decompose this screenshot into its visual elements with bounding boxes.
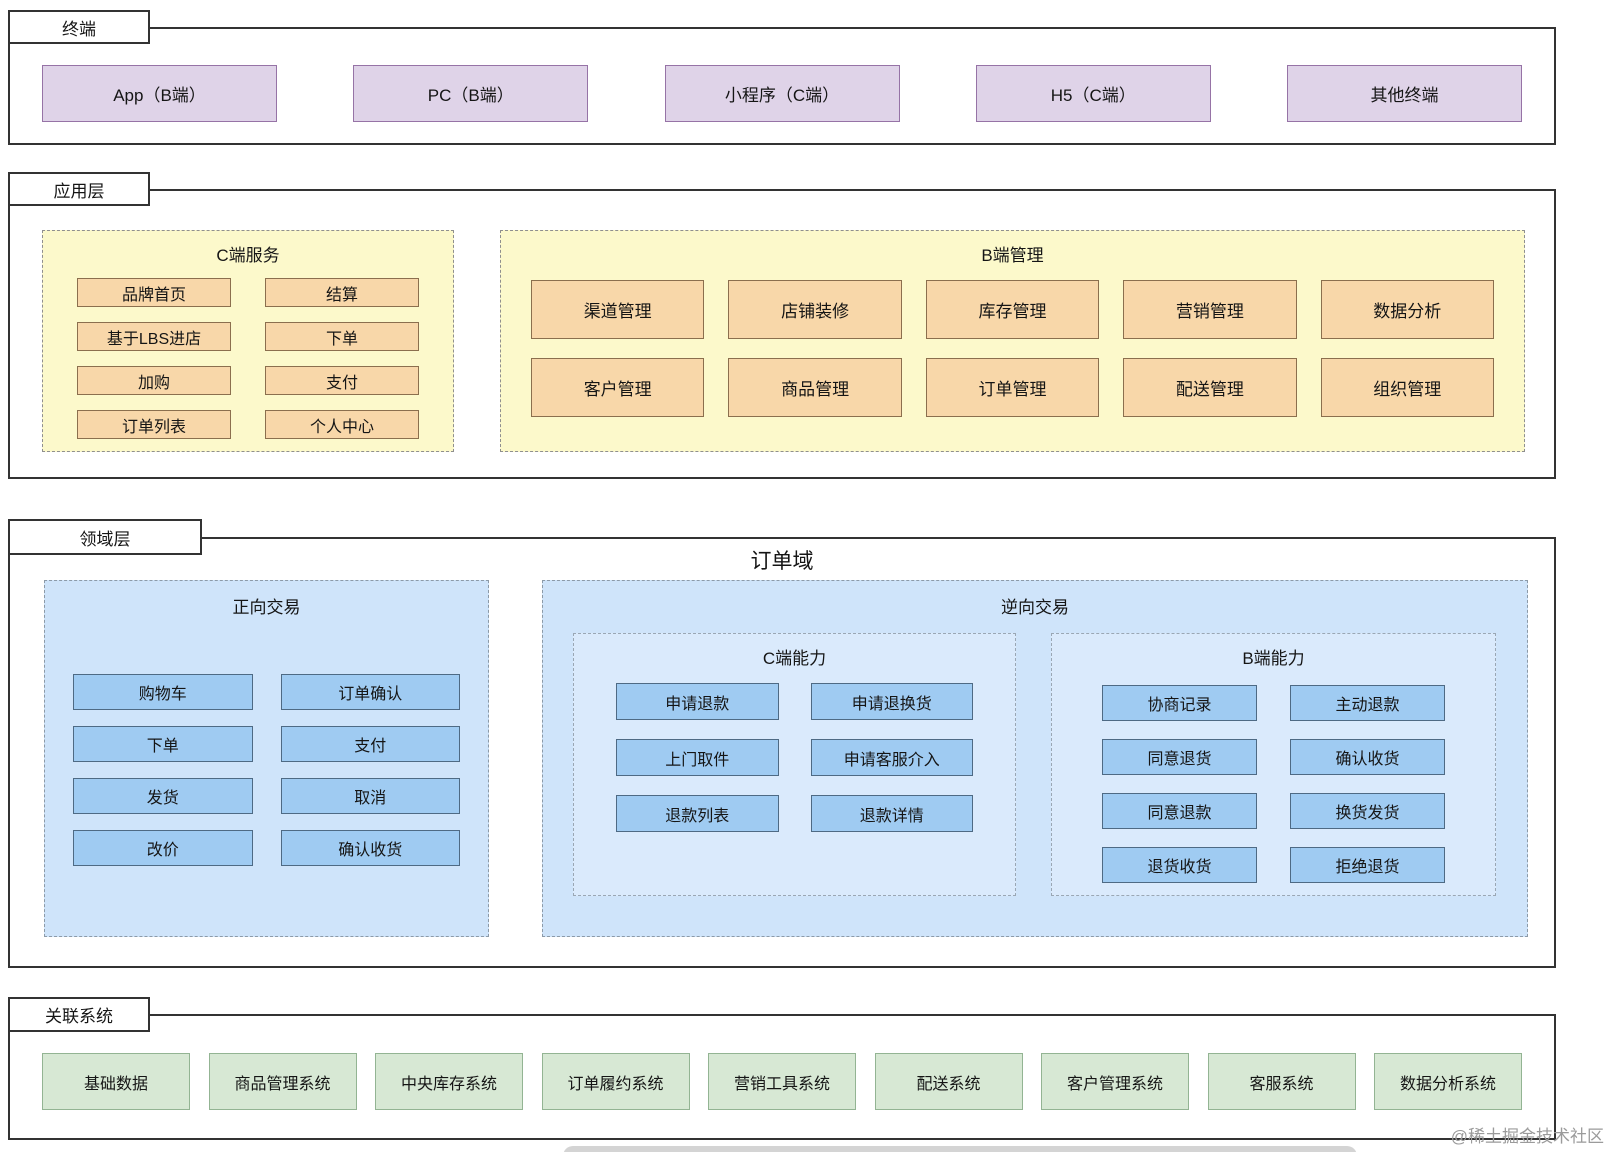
c-service-panel: C端服务 品牌首页 结算 基于LBS进店 下单 加购 支付 订单列表 个人中心 (42, 230, 454, 452)
fwd-ship: 发货 (73, 778, 253, 814)
node-order-list: 订单列表 (77, 410, 231, 439)
forward-trade-title: 正向交易 (232, 598, 301, 617)
c-service-title: C端服务 (216, 246, 280, 265)
reverse-trade-title: 逆向交易 (1001, 598, 1069, 617)
node-pc-b: PC（B端） (353, 65, 589, 122)
node-add-to-cart: 加购 (77, 366, 231, 395)
sys-customer-mgmt: 客户管理系统 (1041, 1053, 1189, 1110)
node-personal-center: 个人中心 (265, 410, 419, 439)
related-systems-row: 基础数据 商品管理系统 中央库存系统 订单履约系统 营销工具系统 配送系统 客户… (10, 1053, 1554, 1110)
application-section: C端服务 品牌首页 结算 基于LBS进店 下单 加购 支付 订单列表 个人中心 … (8, 189, 1556, 479)
node-miniprogram-c: 小程序（C端） (664, 65, 900, 122)
node-app-b: App（B端） (42, 65, 277, 122)
fwd-place-order: 下单 (73, 726, 253, 762)
terminal-layer-label: 终端 (8, 10, 150, 44)
fwd-pay: 支付 (280, 726, 460, 762)
application-layer-label: 应用层 (8, 172, 150, 206)
node-order-mgmt: 订单管理 (925, 358, 1100, 417)
node-place-order: 下单 (265, 322, 419, 351)
c-ability-title: C端能力 (762, 649, 827, 668)
b-manage-grid: 渠道管理 店铺装修 库存管理 营销管理 数据分析 客户管理 商品管理 订单管理 … (501, 280, 1524, 417)
related-systems-label: 关联系统 (8, 997, 150, 1032)
node-org-mgmt: 组织管理 (1320, 358, 1494, 417)
node-h5-c: H5（C端） (975, 65, 1211, 122)
node-lbs-store-entry: 基于LBS进店 (77, 322, 231, 351)
sys-base-data: 基础数据 (42, 1053, 190, 1110)
b-ability-title: B端能力 (1242, 649, 1305, 668)
b-manage-panel: B端管理 渠道管理 店铺装修 库存管理 营销管理 数据分析 客户管理 商品管理 … (500, 230, 1525, 452)
sys-product-mgmt: 商品管理系统 (208, 1053, 357, 1110)
ca-apply-refund: 申请退款 (616, 683, 779, 720)
domain-section: 订单域 正向交易 购物车 订单确认 下单 支付 发货 取消 改价 确认收货 逆向… (8, 537, 1556, 968)
ba-exchange-ship: 换货发货 (1290, 793, 1445, 829)
node-customer-mgmt: 客户管理 (531, 358, 705, 417)
node-payment: 支付 (265, 366, 419, 395)
related-systems-label-text: 关联系统 (45, 1007, 113, 1026)
fwd-cart: 购物车 (73, 674, 253, 710)
juejin-watermark: @稀土掘金技术社区 (1450, 1127, 1604, 1146)
sys-data-analysis: 数据分析系统 (1374, 1053, 1522, 1110)
fwd-price-change: 改价 (73, 830, 253, 866)
sys-customer-service: 客服系统 (1207, 1053, 1356, 1110)
forward-trade-grid: 购物车 订单确认 下单 支付 发货 取消 改价 确认收货 (45, 674, 488, 866)
order-domain-title: 订单域 (750, 550, 814, 573)
b-manage-title: B端管理 (981, 246, 1044, 265)
sys-order-fulfillment: 订单履约系统 (541, 1053, 690, 1110)
node-checkout: 结算 (265, 278, 419, 307)
ba-confirm-receipt: 确认收货 (1290, 739, 1445, 775)
node-other-terminal: 其他终端 (1287, 65, 1522, 122)
ca-refund-list: 退款列表 (616, 795, 779, 832)
terminal-layer-label-text: 终端 (62, 19, 96, 39)
ba-negotiation-record: 协商记录 (1102, 685, 1257, 721)
node-inventory-mgmt: 库存管理 (925, 280, 1100, 339)
c-ability-panel: C端能力 申请退款 申请退换货 上门取件 申请客服介入 退款列表 退款详情 (573, 633, 1016, 896)
sys-delivery: 配送系统 (874, 1053, 1023, 1110)
node-shop-decoration: 店铺装修 (728, 280, 902, 339)
terminal-row: App（B端） PC（B端） 小程序（C端） H5（C端） 其他终端 (10, 65, 1554, 122)
node-brand-home: 品牌首页 (77, 278, 231, 307)
ba-active-refund: 主动退款 (1290, 685, 1445, 721)
node-marketing-mgmt: 营销管理 (1123, 280, 1297, 339)
b-ability-grid: 协商记录 主动退款 同意退货 确认收货 同意退款 换货发货 退货收货 拒绝退货 (1052, 685, 1495, 883)
reverse-trade-panel: 逆向交易 C端能力 申请退款 申请退换货 上门取件 申请客服介入 退款列表 退款… (542, 580, 1528, 937)
fwd-order-confirm: 订单确认 (280, 674, 460, 710)
sys-central-inventory: 中央库存系统 (375, 1053, 523, 1110)
fwd-confirm-receipt: 确认收货 (280, 830, 460, 866)
sys-marketing-tools: 营销工具系统 (708, 1053, 856, 1110)
related-systems-section: 基础数据 商品管理系统 中央库存系统 订单履约系统 营销工具系统 配送系统 客户… (8, 1014, 1556, 1140)
forward-trade-panel: 正向交易 购物车 订单确认 下单 支付 发货 取消 改价 确认收货 (44, 580, 489, 937)
ca-apply-return-exchange: 申请退换货 (810, 683, 973, 720)
b-ability-panel: B端能力 协商记录 主动退款 同意退货 确认收货 同意退款 换货发货 退货收货 … (1051, 633, 1496, 896)
domain-layer-label-text: 领域层 (79, 529, 131, 549)
node-channel-mgmt: 渠道管理 (531, 280, 705, 339)
ca-door-pickup: 上门取件 (616, 739, 779, 776)
node-delivery-mgmt: 配送管理 (1123, 358, 1297, 417)
terminal-section: App（B端） PC（B端） 小程序（C端） H5（C端） 其他终端 (8, 27, 1556, 145)
bottom-bar (563, 1146, 1357, 1152)
ba-return-receive: 退货收货 (1102, 847, 1257, 883)
fwd-cancel: 取消 (280, 778, 460, 814)
c-service-grid: 品牌首页 结算 基于LBS进店 下单 加购 支付 订单列表 个人中心 (43, 278, 453, 439)
application-layer-label-text: 应用层 (53, 181, 105, 201)
ba-reject-return: 拒绝退货 (1290, 847, 1445, 883)
node-product-mgmt: 商品管理 (728, 358, 902, 417)
ca-refund-detail: 退款详情 (810, 795, 973, 832)
c-ability-grid: 申请退款 申请退换货 上门取件 申请客服介入 退款列表 退款详情 (574, 683, 1015, 832)
ba-agree-refund: 同意退款 (1102, 793, 1257, 829)
node-data-analysis: 数据分析 (1320, 280, 1494, 339)
ca-apply-cs-intervention: 申请客服介入 (810, 739, 973, 776)
domain-layer-label: 领域层 (8, 519, 202, 555)
ba-agree-return: 同意退货 (1102, 739, 1257, 775)
